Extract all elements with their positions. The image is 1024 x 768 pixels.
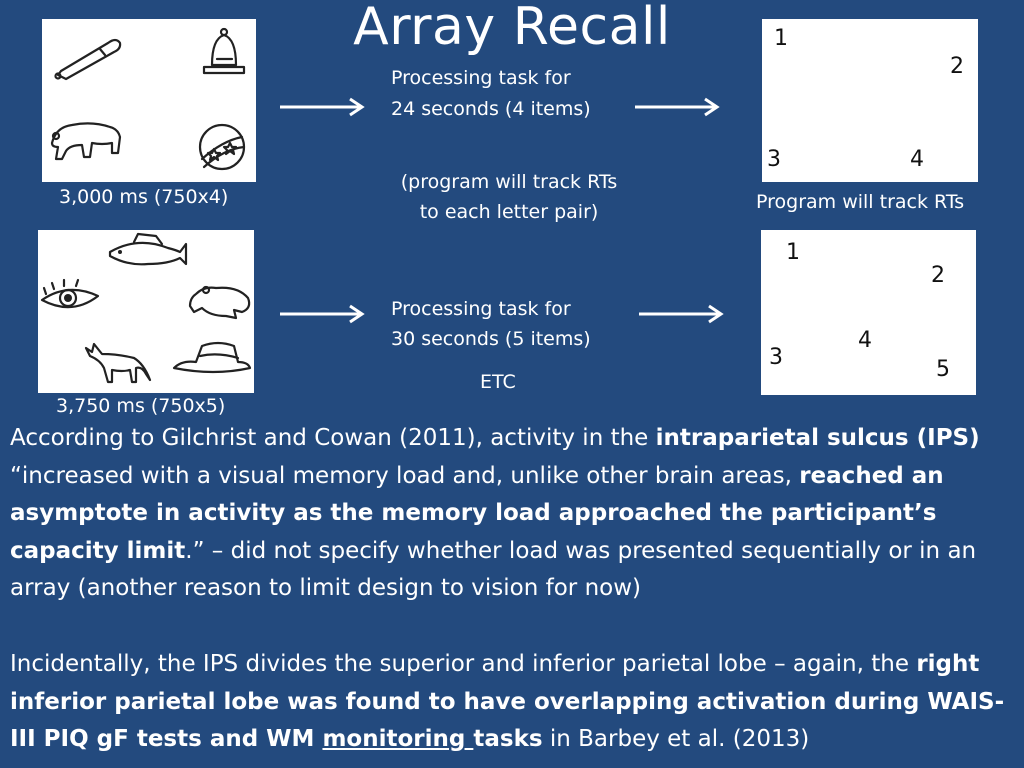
recall-number: 5 [936,357,950,382]
hat-icon [172,341,252,374]
recall-number: 3 [767,147,781,172]
para2-end: in Barbey et al. (2013) [542,726,810,752]
stimulus-panel-5-items [38,230,254,393]
recall-number: 4 [910,147,924,172]
recall-number: 2 [950,54,964,79]
para1-quote: “increased with a visual memory load and… [10,462,800,489]
stimulus-panel-4-items [42,19,256,182]
rt-note-line1: (program will track RTs [400,171,618,193]
baseball-bat-icon [54,38,122,81]
arrow-right-icon [278,304,366,324]
paragraph-barbey: Incidentally, the IPS divides the superi… [10,646,1015,759]
processing-task-line2: 30 seconds (5 items) [391,328,591,350]
eye-icon [40,278,100,309]
frog-icon [188,285,251,320]
recall-number: 4 [858,328,872,353]
arrow-right-icon [278,97,366,117]
para2-text: Incidentally, the IPS divides the superi… [10,651,917,677]
arrow-right-icon [637,304,725,324]
processing-task-line1: Processing task for [391,67,571,89]
recall-number: 3 [769,345,783,370]
recall-panel-4: 1 2 3 4 [762,19,978,182]
processing-task-line1: Processing task for [391,298,571,320]
program-rt-caption: Program will track RTs [756,191,965,213]
arrow-right-icon [633,97,721,117]
encoding-time-caption-5: 3,750 ms (750x5) [56,395,226,417]
encoding-time-caption-4: 3,000 ms (750x4) [59,186,229,208]
fish-icon [108,232,188,266]
para1-end: .” – did not specify whether load was pr… [10,537,977,602]
bell-icon [202,27,246,75]
paragraph-gilchrist-cowan: According to Gilchrist and Cowan (2011),… [10,420,1015,608]
bear-icon [50,122,122,161]
para2-bold-monitoring: monitoring [322,726,474,752]
para1-text: According to Gilchrist and Cowan (2011),… [10,425,656,451]
slide-title: Array Recall [353,0,671,57]
para2-bold-tasks: tasks [473,726,543,752]
para2-bold-parietal: right inferior parietal lobe was found t… [10,651,1005,752]
recall-number: 2 [931,263,945,288]
fox-icon [84,342,152,384]
recall-panel-5: 1 2 3 4 5 [761,230,976,395]
processing-task-line2: 24 seconds (4 items) [391,98,591,120]
recall-number: 1 [774,26,788,51]
para1-bold-asymptote: reached an asymptote in activity as the … [10,462,944,564]
etc-label: ETC [480,371,516,393]
para1-bold-ips: intraparietal sulcus (IPS) [655,425,980,451]
rt-note-line2: to each letter pair) [419,201,599,223]
recall-number: 1 [786,240,800,265]
ball-icon [198,123,246,171]
